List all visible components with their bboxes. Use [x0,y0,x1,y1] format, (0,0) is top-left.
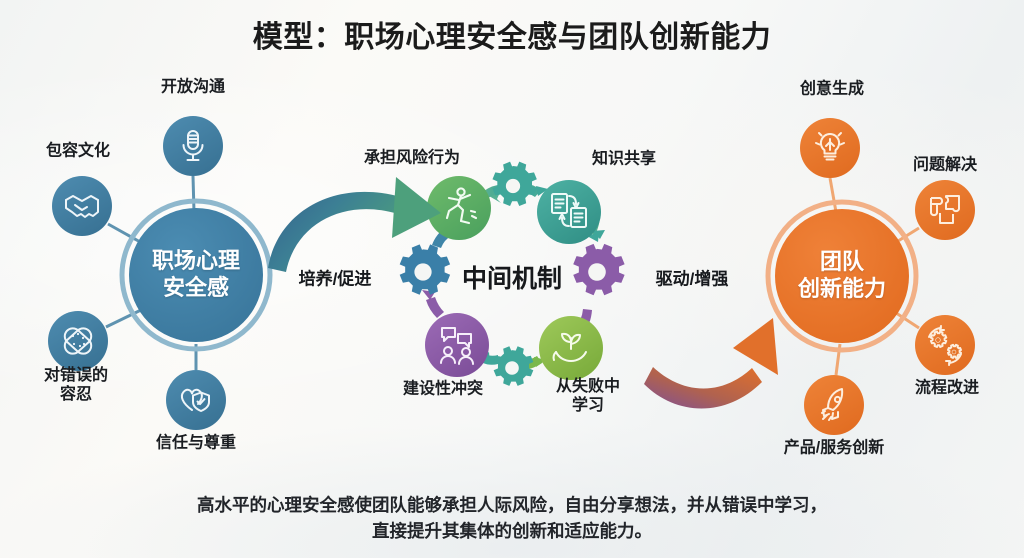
satellite-process-improvement[interactable] [915,315,975,375]
sprout-hand-icon [552,332,587,362]
documents-exchange-icon [551,193,587,228]
page-title: 模型：职场心理安全感与团队创新能力 [252,21,772,54]
satellite-problem-solving[interactable] [915,180,975,240]
puzzle-icon [930,195,960,224]
left-cluster [48,116,273,430]
connector-label-cultivate-promote: 培养/促进 [298,269,372,289]
microphone-icon [182,130,204,161]
center-cycle [399,161,625,386]
lightbulb-icon [815,132,845,161]
cycle-node-risk-taking[interactable] [427,176,491,240]
handshake-icon [65,195,99,218]
arrow-left-to-center [268,191,404,272]
cycle-node-constructive-conflict[interactable] [425,313,489,377]
arrowhead-to-knowledge [536,186,548,196]
gear-top[interactable] [492,161,537,207]
spoke-tolerance-mistakes [105,308,142,329]
gear-right[interactable] [573,243,625,296]
connector-label-drive-enhance: 驱动/增强 [655,269,729,289]
arc-conflict-to-gear-left [426,297,444,318]
spoke-open-communication [191,175,196,213]
heart-shield-icon [180,388,210,412]
satellite-open-communication[interactable] [163,116,223,176]
satellite-trust-respect[interactable] [166,370,226,430]
right-hub-circle[interactable] [775,209,909,343]
rocket-icon [821,388,844,421]
right-cluster [765,118,975,435]
gear-left[interactable] [399,244,451,295]
gears-icon [928,325,963,366]
cycle-node-knowledge-sharing[interactable] [537,180,601,244]
gear-bottom[interactable] [493,346,534,386]
spoke-inclusive-culture [107,222,143,245]
satellite-inclusive-culture[interactable] [52,176,112,236]
running-person-icon [445,187,478,225]
satellite-product-service-innovation[interactable] [804,375,864,435]
satellite-tolerance-mistakes[interactable] [48,311,108,371]
spoke-idea-generation [828,177,838,213]
bandage-icon [63,327,93,355]
left-hub-outer-ring [119,198,273,352]
arrowhead-to-gear-right-2 [592,230,605,239]
left-hub-circle[interactable] [129,208,263,342]
arrow-center-to-right [644,367,762,409]
discussion-people-icon [440,327,474,365]
summary-caption: 高水平的心理安全感使团队能够承担人际风险，自由分享想法，并从错误中学习， 直接提… [197,494,827,541]
arrow-left-to-center-head [392,177,441,238]
right-hub-outer-ring [765,199,919,353]
arrow-center-to-right-head [733,318,778,375]
